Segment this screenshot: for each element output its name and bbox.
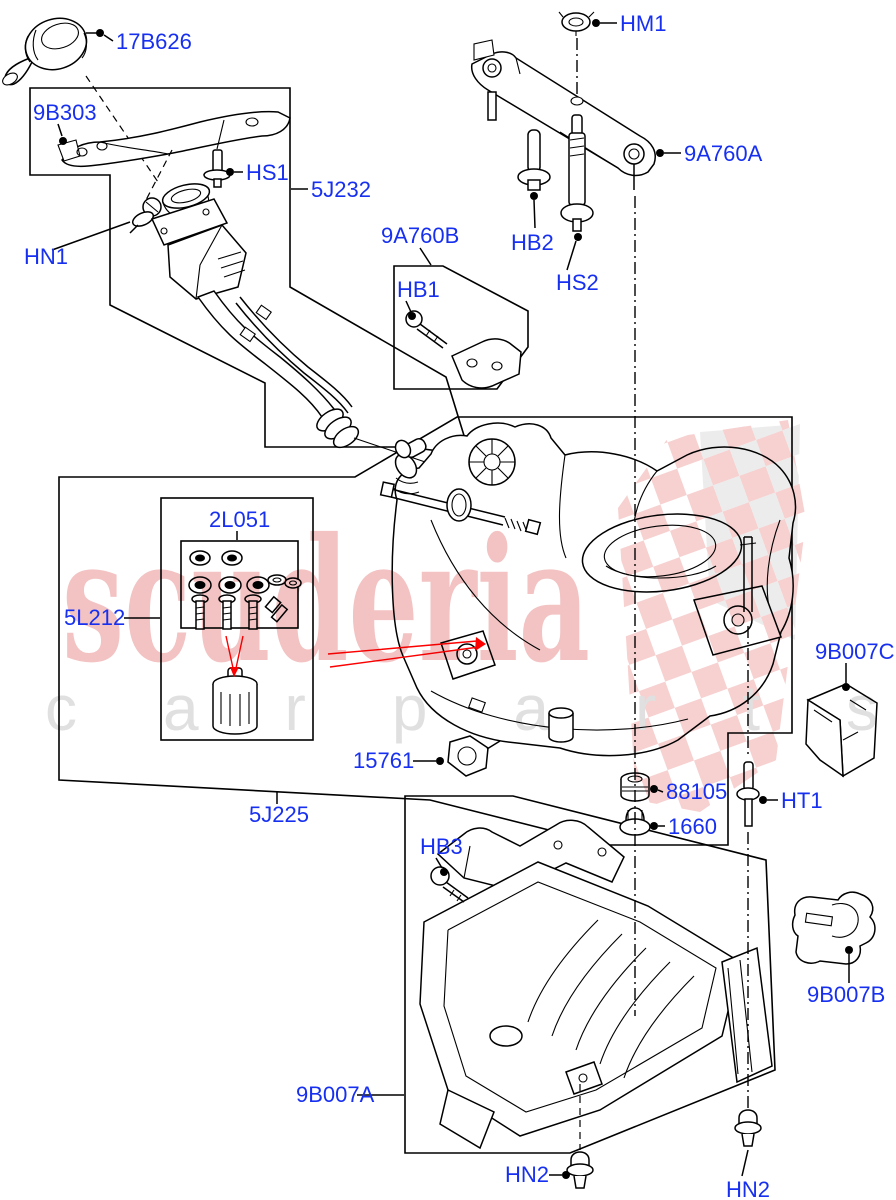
filler-pipe-drawing (150, 183, 441, 468)
callout-HM1: HM1 (592, 11, 666, 36)
part-label-HS1[interactable]: HS1 (246, 160, 289, 185)
mount-bracket-drawing (405, 310, 522, 389)
rollover-valve-drawing (212, 667, 258, 735)
callout-15761: 15761 (353, 748, 444, 773)
callout-box-valve-kit (160, 497, 314, 741)
callout-HB1: HB1 (397, 277, 440, 320)
part-label-1660[interactable]: 1660 (668, 814, 717, 839)
part-label-5J225[interactable]: 5J225 (249, 802, 309, 827)
callout-box-shield (404, 795, 776, 1154)
callout-5J225: 5J225 (249, 791, 309, 827)
callout-1660: 1660 (650, 814, 717, 839)
part-label-HN2-left[interactable]: HN2 (505, 1162, 549, 1187)
part-label-HS2[interactable]: HS2 (556, 270, 599, 295)
assembly-arrows (225, 635, 486, 677)
callout-HT1: HT1 (759, 788, 823, 813)
part-label-9A760A[interactable]: 9A760A (684, 141, 763, 166)
callout-5L212: 5L212 (64, 605, 160, 630)
callout-5J232: 5J232 (291, 177, 371, 202)
part-label-88105[interactable]: 88105 (666, 779, 727, 804)
callout-9B303: 9B303 (33, 100, 97, 145)
callouts: 17B626 9B303 HN1 HS1 5J232 9A760B HB1 H (24, 11, 895, 1200)
part-label-HN1[interactable]: HN1 (24, 244, 68, 269)
callout-HN2-right: HN2 (726, 1149, 770, 1200)
part-label-9B007C[interactable]: 9B007C (815, 639, 895, 664)
callout-HS2: HS2 (556, 233, 599, 295)
shield-bracket-c-drawing (805, 683, 878, 778)
part-label-HB1[interactable]: HB1 (397, 277, 440, 302)
callout-HS1: HS1 (226, 160, 289, 185)
part-label-9A760B[interactable]: 9A760B (381, 223, 459, 248)
callout-9B007B: 9B007B (807, 946, 885, 1007)
callout-HB2: HB2 (511, 192, 554, 255)
part-label-17B626[interactable]: 17B626 (116, 29, 192, 54)
callout-box-mount-bracket (393, 265, 529, 390)
callout-HN2-left: HN2 (505, 1162, 570, 1187)
part-label-9B007B[interactable]: 9B007B (807, 982, 885, 1007)
callout-9B007C: 9B007C (815, 639, 895, 691)
seal-kit-bolts (191, 594, 289, 630)
callout-2L051: 2L051 (209, 507, 270, 540)
shield-clip-b-drawing (791, 891, 876, 965)
part-label-HB2[interactable]: HB2 (511, 230, 554, 255)
callout-9A760A: 9A760A (656, 141, 763, 166)
seal-kit-grommets (188, 550, 302, 594)
part-label-15761[interactable]: 15761 (353, 748, 414, 773)
seal-kit-drawing (188, 550, 302, 630)
watermark-checker-flag-gray (700, 424, 800, 640)
callout-88105: 88105 (650, 779, 727, 804)
part-label-HB3[interactable]: HB3 (420, 834, 463, 859)
skid-shield-drawing (419, 819, 773, 1150)
bolt-hs2-drawing (560, 114, 594, 232)
part-label-9B007A[interactable]: 9B007A (296, 1082, 375, 1107)
watermark-tagline: c a r p a r t s (45, 672, 880, 744)
part-label-5J232[interactable]: 5J232 (311, 177, 371, 202)
filler-bracket-drawing (57, 110, 291, 201)
part-label-2L051[interactable]: 2L051 (209, 507, 270, 532)
callout-17B626: 17B626 (86, 29, 192, 54)
bolt-hs1-drawing (203, 149, 231, 188)
callout-9A760B: 9A760B (381, 223, 459, 266)
nut-hn2-right-drawing (734, 1109, 762, 1147)
vent-valve-drawing (447, 735, 501, 777)
callout-HB3: HB3 (420, 834, 463, 876)
nut-hn2-left-drawing (566, 1151, 594, 1189)
part-label-HM1[interactable]: HM1 (620, 11, 666, 36)
part-label-HT1[interactable]: HT1 (781, 788, 823, 813)
watermark-brand: scuderia (62, 501, 590, 701)
screw-hn1-drawing (129, 197, 162, 234)
part-label-9B303[interactable]: 9B303 (33, 100, 97, 125)
support-strap-drawing (470, 11, 656, 190)
part-label-HN2-right[interactable]: HN2 (726, 1177, 770, 1200)
part-label-5L212[interactable]: 5L212 (64, 605, 125, 630)
watermark: scuderia c a r p a r t s (45, 420, 880, 812)
callout-9B007A: 9B007A (296, 1082, 404, 1107)
bolt-hb2-drawing (517, 129, 551, 191)
callout-HN1: HN1 (24, 221, 131, 269)
fuel-cap-drawing (2, 17, 159, 183)
